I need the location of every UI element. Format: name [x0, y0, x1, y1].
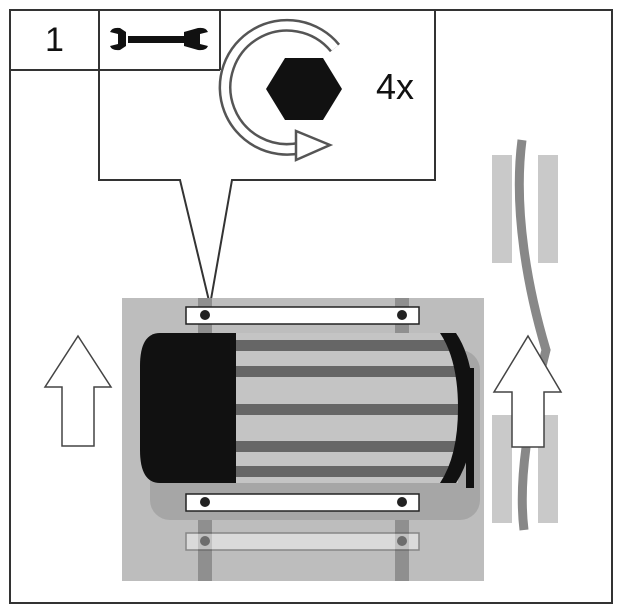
motor: [140, 333, 474, 488]
bolt-hole: [397, 497, 407, 507]
bolt-hole: [200, 310, 210, 320]
step-number: 1: [45, 20, 64, 59]
repeat-count-label: 4x: [375, 66, 415, 107]
bottom-mounting-bracket: [185, 493, 420, 512]
bracket-ghost-position: [185, 532, 420, 551]
up-arrow-icon: [43, 334, 113, 447]
top-mounting-bracket: [185, 306, 420, 325]
wrench-icon: [110, 27, 208, 51]
callout-box: [98, 9, 436, 306]
side-rail: [492, 139, 558, 531]
bolt-hole: [397, 310, 407, 320]
up-arrow-icon: [492, 334, 563, 448]
tighten-hex-bolt-clockwise-icon: [218, 18, 342, 162]
bolt-hole: [200, 497, 210, 507]
step-number-box: [9, 9, 100, 71]
